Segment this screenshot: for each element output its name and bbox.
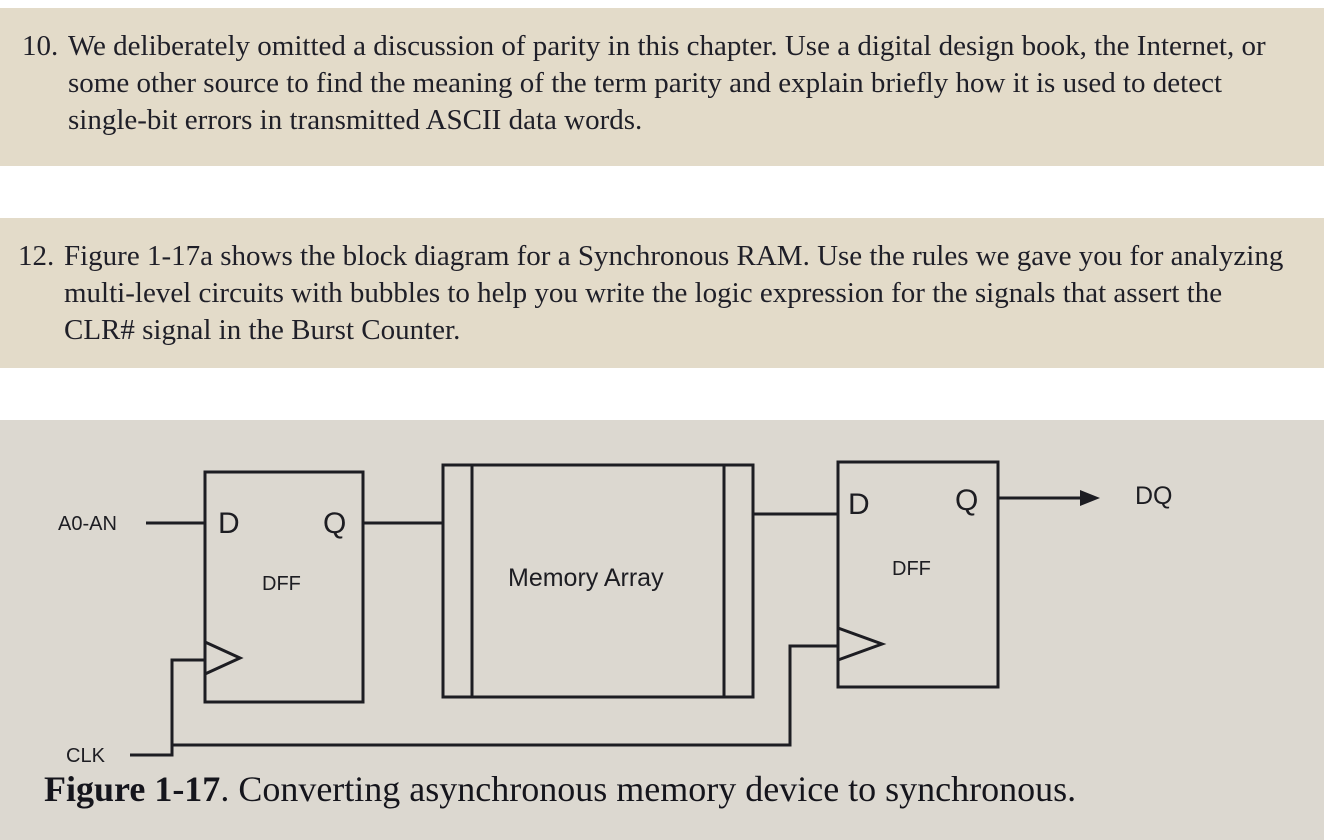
question-12: 12. Figure 1-17a shows the block diagram… <box>18 238 1284 349</box>
output-dff-d-label: D <box>848 488 870 521</box>
input-dff-name: DFF <box>262 573 301 595</box>
address-input-label: A0-AN <box>58 513 117 535</box>
question-number: 10. <box>22 30 59 62</box>
output-dff-q-label: Q <box>955 484 978 517</box>
input-dff-box <box>203 470 365 704</box>
question-10-strip: 10. We deliberately omitted a discussion… <box>0 8 1324 166</box>
question-text: Figure 1-17a shows the block diagram for… <box>64 240 1284 346</box>
figure-caption: Figure 1-17. Converting asynchronous mem… <box>44 768 1076 810</box>
input-dff-clock-triangle <box>204 640 244 676</box>
question-text: We deliberately omitted a discussion of … <box>68 30 1266 136</box>
dq-output-label: DQ <box>1135 482 1173 510</box>
question-10: 10. We deliberately omitted a discussion… <box>22 28 1284 139</box>
clk-label: CLK <box>66 745 106 767</box>
figure-caption-text: . Converting asynchronous memory device … <box>220 769 1077 809</box>
input-dff-q-label: Q <box>323 507 346 540</box>
figure-number: Figure 1-17 <box>44 769 221 809</box>
output-dff-box <box>836 460 1000 689</box>
figure-area: A0-AN D Q DFF Memory Array D Q DFF DQ CL… <box>0 420 1324 840</box>
block-diagram: A0-AN D Q DFF Memory Array D Q DFF DQ CL… <box>58 460 1173 767</box>
clk-wire-input-dff <box>130 658 205 757</box>
output-dff-name: DFF <box>892 558 931 580</box>
memory-array-box <box>441 463 755 699</box>
output-dff-clock-triangle <box>837 626 887 662</box>
memory-array-label: Memory Array <box>508 564 664 592</box>
output-arrow-icon <box>1080 490 1100 506</box>
clk-wire-output-dff <box>172 644 838 747</box>
input-dff-d-label: D <box>218 507 240 540</box>
question-12-strip: 12. Figure 1-17a shows the block diagram… <box>0 218 1324 368</box>
question-number: 12. <box>18 240 55 272</box>
